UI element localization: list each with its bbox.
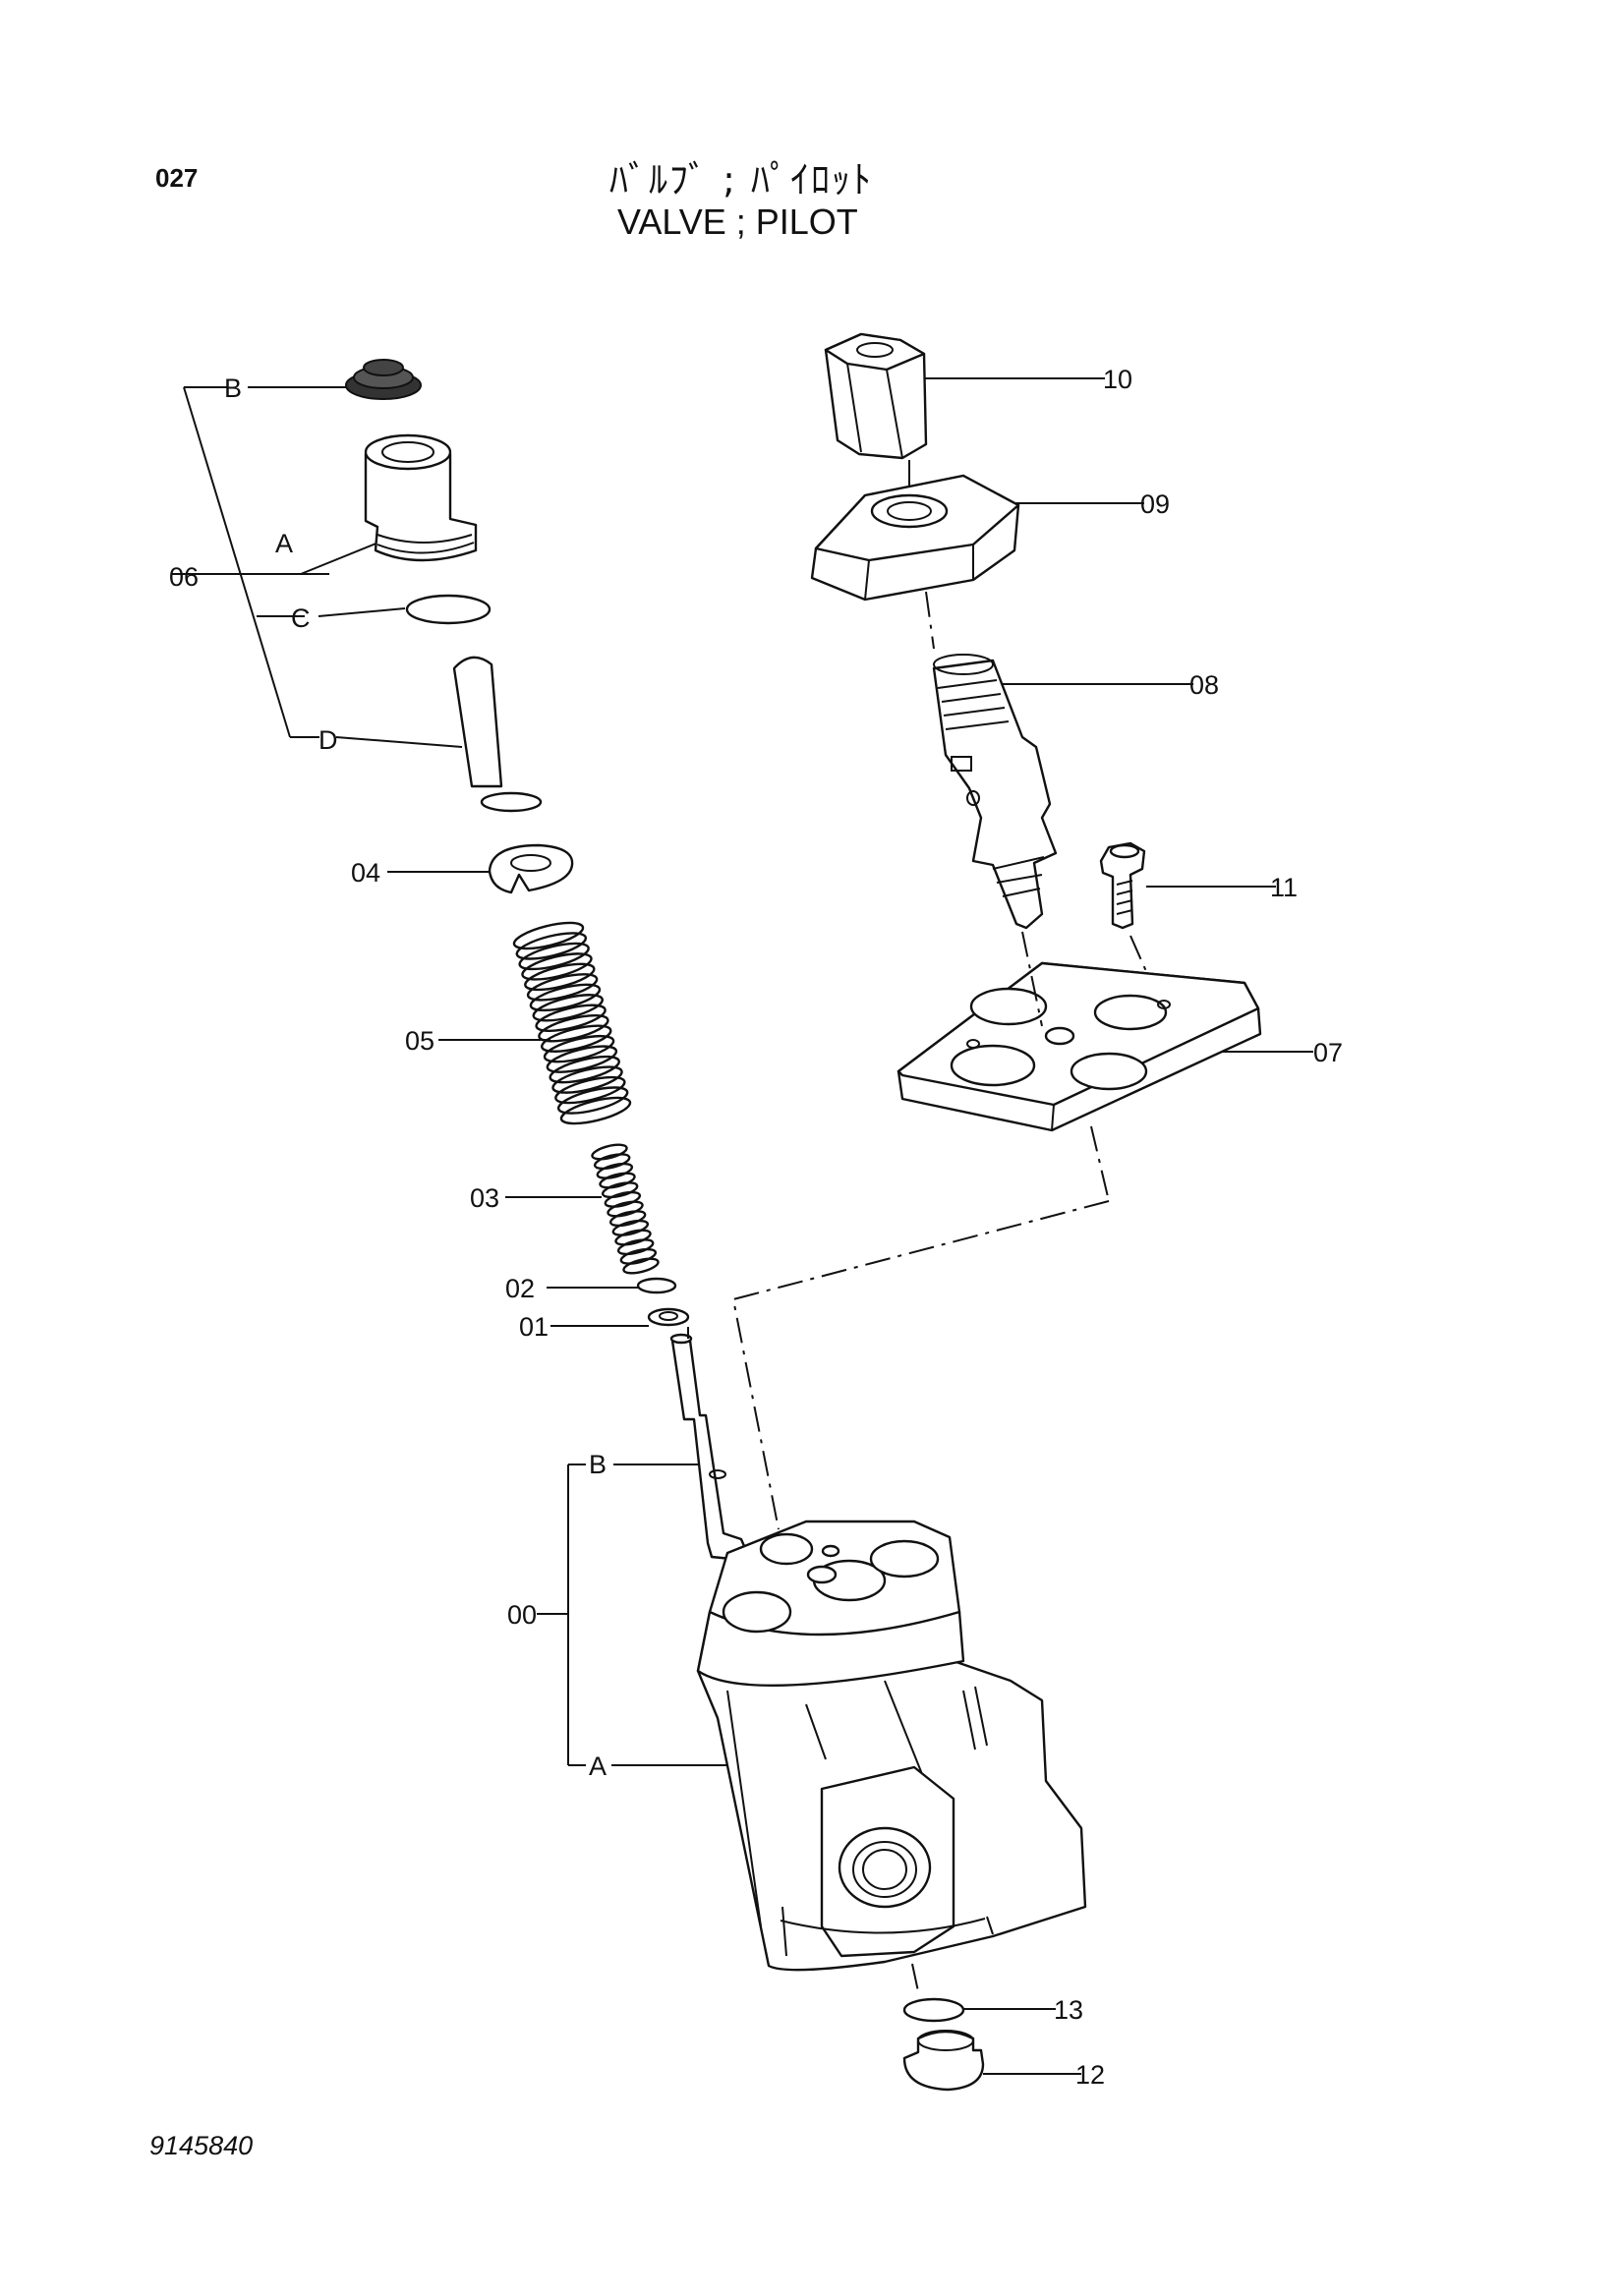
label-08: 08 bbox=[1189, 670, 1219, 700]
washer-part bbox=[488, 843, 574, 894]
spring-coil bbox=[554, 1075, 626, 1105]
spring-coil bbox=[526, 973, 599, 1002]
shim-01-part bbox=[647, 1307, 690, 1327]
spring-coil bbox=[532, 994, 604, 1022]
spring-coil bbox=[529, 983, 602, 1012]
plunger-part bbox=[452, 656, 543, 813]
spring-coil bbox=[599, 1172, 636, 1189]
gasket-plate-part bbox=[897, 961, 1262, 1132]
spring-coil bbox=[543, 1034, 615, 1063]
label-02: 02 bbox=[505, 1274, 535, 1303]
label-00-b: B bbox=[589, 1450, 607, 1479]
spring-coil bbox=[549, 1055, 620, 1084]
bushing-part bbox=[364, 433, 478, 562]
spring-coil bbox=[619, 1247, 658, 1265]
spring-coil bbox=[551, 1065, 623, 1094]
label-09: 09 bbox=[1140, 489, 1170, 519]
cartridge-part bbox=[932, 654, 1058, 930]
label-04: 04 bbox=[351, 858, 380, 888]
label-06: 06 bbox=[169, 562, 199, 592]
spring-coil bbox=[546, 1045, 618, 1073]
label-03: 03 bbox=[470, 1183, 499, 1213]
title-japanese: ﾊﾞﾙﾌﾞ ; ﾊﾟｲﾛｯﾄ bbox=[609, 158, 873, 201]
spring-coil bbox=[614, 1229, 652, 1246]
spring-coil bbox=[541, 1024, 612, 1053]
spring-coil bbox=[611, 1219, 650, 1236]
bracket-00 bbox=[537, 1464, 731, 1766]
outer-spring-part bbox=[512, 921, 632, 1125]
screw-part bbox=[1099, 841, 1146, 930]
spring-coil bbox=[559, 1096, 632, 1125]
spring-coil bbox=[608, 1210, 647, 1228]
title-english: VALVE ; PILOT bbox=[617, 201, 858, 242]
spring-coil bbox=[616, 1238, 655, 1256]
spring-coil bbox=[601, 1181, 639, 1199]
label-11: 11 bbox=[1270, 873, 1298, 902]
shim-02-part bbox=[636, 1277, 677, 1294]
label-01: 01 bbox=[519, 1312, 549, 1342]
flange-part bbox=[810, 474, 1020, 602]
label-06-c: C bbox=[291, 603, 311, 633]
inner-spring-part bbox=[591, 1143, 660, 1275]
label-07: 07 bbox=[1313, 1038, 1343, 1067]
spring-coil bbox=[604, 1190, 642, 1208]
hex-fitting-part bbox=[824, 332, 928, 460]
spring-coil bbox=[535, 1004, 607, 1033]
filter-mesh-part bbox=[345, 359, 422, 400]
assembly-axis-lines bbox=[687, 460, 1110, 1992]
spring-coil bbox=[521, 952, 593, 981]
spring-coil bbox=[593, 1153, 631, 1171]
o-ring-part bbox=[405, 594, 492, 625]
spring-coil bbox=[556, 1086, 629, 1115]
spring-coil bbox=[512, 921, 585, 950]
label-00: 00 bbox=[507, 1600, 537, 1630]
label-05: 05 bbox=[405, 1026, 434, 1056]
spool-part bbox=[669, 1333, 749, 1561]
page-number: 027 bbox=[155, 163, 199, 193]
spring-coil bbox=[622, 1257, 660, 1275]
spring-coil bbox=[591, 1143, 628, 1161]
spring-coil bbox=[538, 1013, 609, 1043]
o-ring-13-part bbox=[902, 1997, 965, 2023]
label-10: 10 bbox=[1103, 365, 1132, 394]
bracket-06 bbox=[172, 386, 463, 748]
valve-body-part bbox=[696, 1520, 1087, 1972]
label-13: 13 bbox=[1054, 1995, 1083, 2025]
spring-coil bbox=[607, 1200, 644, 1218]
label-06-b: B bbox=[224, 373, 242, 403]
spring-coil bbox=[524, 962, 596, 992]
label-12: 12 bbox=[1075, 2060, 1105, 2090]
spring-coil bbox=[518, 942, 590, 971]
label-06-a: A bbox=[275, 529, 293, 558]
spring-coil bbox=[515, 932, 588, 960]
document-code: 9145840 bbox=[149, 2131, 254, 2160]
plug-part bbox=[902, 2030, 985, 2092]
label-00-a: A bbox=[589, 1751, 607, 1781]
spring-coil bbox=[596, 1162, 634, 1179]
label-06-d: D bbox=[318, 725, 338, 755]
